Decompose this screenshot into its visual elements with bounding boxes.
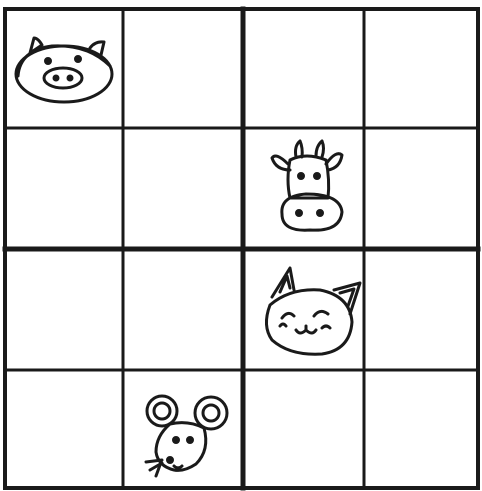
cell-r3-c3[interactable] bbox=[243, 248, 363, 370]
cell-r4-c1[interactable] bbox=[6, 370, 123, 487]
cell-r1-c3[interactable] bbox=[243, 10, 363, 128]
cell-r1-c2[interactable] bbox=[123, 10, 243, 128]
cell-r2-c2[interactable] bbox=[123, 128, 243, 248]
cell-r2-c4[interactable] bbox=[363, 128, 477, 248]
cell-r3-c1[interactable] bbox=[6, 248, 123, 370]
cell-r2-c1[interactable] bbox=[6, 128, 123, 248]
cell-r4-c4[interactable] bbox=[363, 370, 477, 487]
cell-r4-c3[interactable] bbox=[243, 370, 363, 487]
cell-r3-c4[interactable] bbox=[363, 248, 477, 370]
cell-r3-c2[interactable] bbox=[123, 248, 243, 370]
cell-r1-c4[interactable] bbox=[363, 10, 477, 128]
